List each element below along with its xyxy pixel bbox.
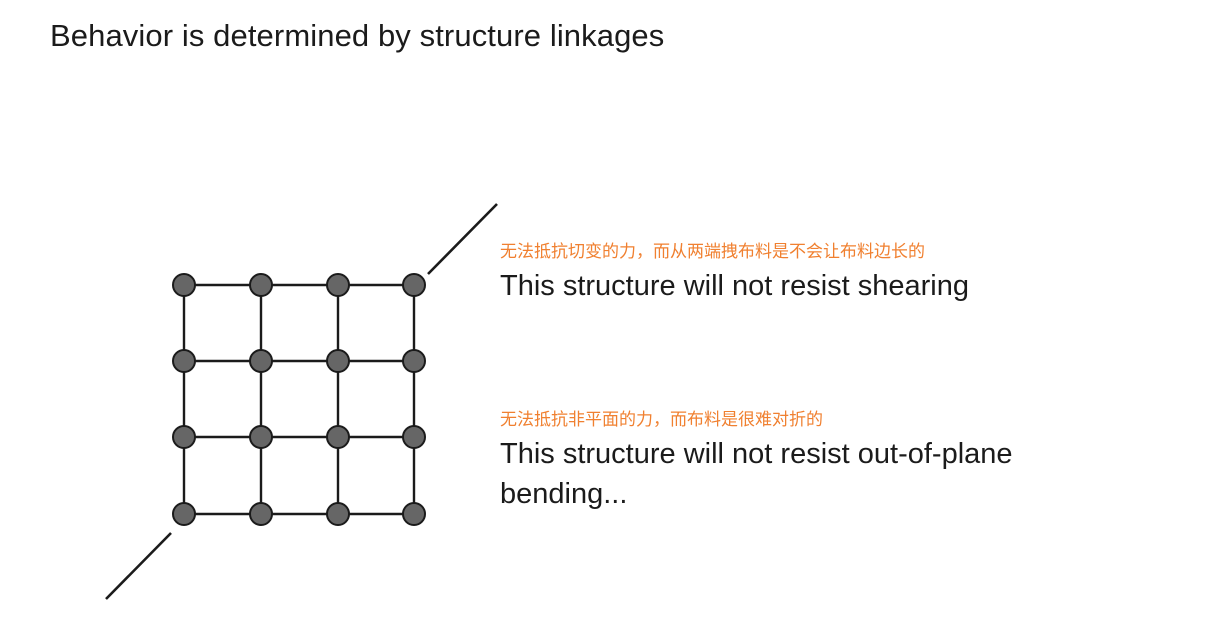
annotation-shearing-zh: 无法抵抗切变的力，而从两端拽布料是不会让布料边长的 [500,242,925,262]
annotation-bending-en: This structure will not resist out-of-pl… [500,438,1013,510]
annotation-shearing-en: This structure will not resist shearing [500,270,969,302]
lattice-node [402,425,426,449]
lattice-node [402,502,426,526]
lattice-node [172,349,196,373]
lattice-node [249,502,273,526]
lattice-node [249,425,273,449]
lattice-node [249,273,273,297]
lattice-node [249,349,273,373]
annotation-shearing: 无法抵抗切变的力，而从两端拽布料是不会让布料边长的 This structure… [500,240,969,306]
top-right-leader [427,203,498,275]
lattice-node [326,349,350,373]
lattice-node [326,425,350,449]
leader-lines [105,203,498,600]
lattice-edges [182,283,416,516]
lattice-node [172,502,196,526]
lattice-nodes [172,273,426,526]
lattice-node [172,273,196,297]
page-title: Behavior is determined by structure link… [50,18,665,53]
annotation-bending-zh: 无法抵抗非平面的力，而布料是很难对折的 [500,410,823,430]
lattice-node [402,273,426,297]
annotation-bending: 无法抵抗非平面的力，而布料是很难对折的 This structure will … [500,408,1140,514]
bottom-left-leader [105,532,172,600]
lattice-node [172,425,196,449]
lattice-node [326,273,350,297]
lattice-node [402,349,426,373]
lattice-node [326,502,350,526]
